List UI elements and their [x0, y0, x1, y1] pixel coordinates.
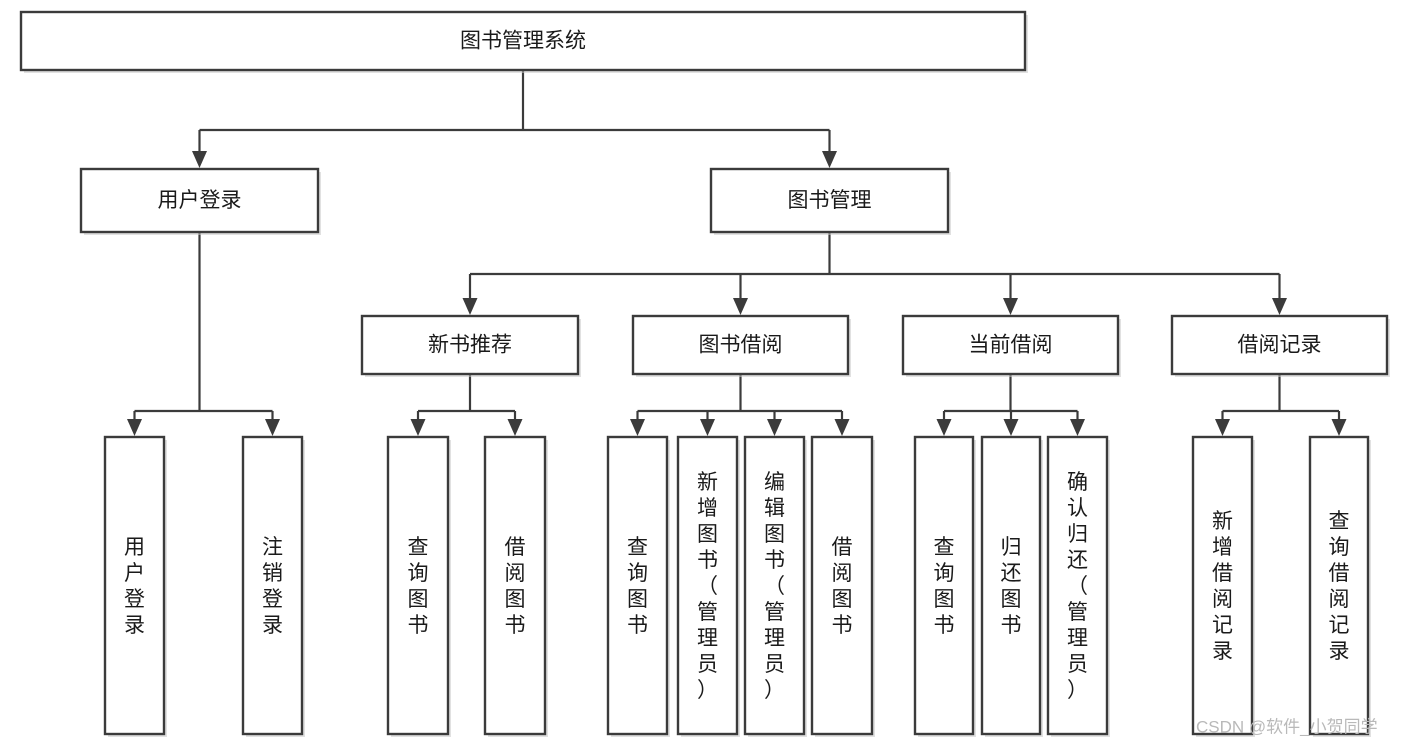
node-box[interactable]: [19, 10, 1027, 72]
node-leaf-user-login[interactable]: 用户登录: [103, 435, 167, 737]
node-label: 借阅记录: [1238, 334, 1322, 357]
node-user-login[interactable]: 用户登录: [79, 167, 321, 235]
connector-branch-book-borrow: [630, 374, 850, 436]
connector-layer: [127, 70, 1347, 436]
node-borrow-record[interactable]: 借阅记录: [1170, 314, 1390, 377]
node-leaf-logout[interactable]: 注销登录: [241, 435, 305, 737]
node-box[interactable]: [360, 314, 580, 376]
node-label: 确认归还（管理员）: [1067, 471, 1088, 702]
node-box[interactable]: [631, 314, 850, 376]
connector-branch-new-book-rec: [410, 374, 523, 436]
node-label: 用户登录: [158, 189, 242, 212]
node-label: 用户登录: [124, 536, 145, 637]
node-box[interactable]: [810, 435, 874, 736]
node-leaf-add-record[interactable]: 新增借阅记录: [1191, 435, 1255, 737]
connector-branch-root: [192, 70, 837, 168]
node-leaf-query-book-cb[interactable]: 查询图书: [913, 435, 976, 737]
node-box[interactable]: [103, 435, 166, 736]
node-leaf-edit-book[interactable]: 编辑图书（管理员）: [743, 435, 807, 737]
node-label: 新书推荐: [428, 334, 512, 357]
node-label: 借阅图书: [505, 536, 526, 637]
node-book-manage[interactable]: 图书管理: [709, 167, 951, 235]
node-leaf-query-record[interactable]: 查询借阅记录: [1308, 435, 1371, 737]
node-box[interactable]: [743, 435, 806, 736]
node-box[interactable]: [913, 435, 975, 736]
node-label: 借阅图书: [832, 536, 853, 637]
node-label: 查询图书: [408, 536, 429, 637]
csdn-watermark: CSDN @软件_小贺同学: [1196, 717, 1378, 736]
node-current-borrow[interactable]: 当前借阅: [901, 314, 1121, 377]
node-leaf-return-book[interactable]: 归还图书: [980, 435, 1043, 737]
node-root[interactable]: 图书管理系统: [19, 10, 1028, 73]
node-label: 新增图书（管理员）: [697, 471, 718, 702]
node-label: 归还图书: [1001, 536, 1022, 637]
node-label: 当前借阅: [969, 334, 1053, 357]
watermark-layer: CSDN @软件_小贺同学: [1196, 717, 1378, 736]
node-label: 图书管理系统: [460, 30, 586, 53]
node-label: 注销登录: [262, 536, 283, 637]
node-leaf-query-book-rec[interactable]: 查询图书: [386, 435, 451, 737]
connector-branch-current-borrow: [936, 374, 1085, 436]
node-book-borrow[interactable]: 图书借阅: [631, 314, 851, 377]
node-leaf-borrow-book-rec[interactable]: 借阅图书: [483, 435, 548, 737]
node-label: 编辑图书（管理员）: [764, 471, 785, 702]
node-label: 新增借阅记录: [1212, 510, 1233, 663]
node-box[interactable]: [676, 435, 739, 736]
node-leaf-add-book[interactable]: 新增图书（管理员）: [676, 435, 740, 737]
connector-branch-book-manage: [462, 232, 1287, 315]
node-box[interactable]: [241, 435, 304, 736]
node-box[interactable]: [79, 167, 320, 234]
node-label: 查询借阅记录: [1329, 510, 1350, 663]
node-box[interactable]: [606, 435, 669, 736]
node-box[interactable]: [1046, 435, 1109, 736]
node-leaf-confirm-return[interactable]: 确认归还（管理员）: [1046, 435, 1110, 737]
node-label: 图书管理: [788, 189, 872, 212]
node-leaf-query-book-bb[interactable]: 查询图书: [606, 435, 670, 737]
node-box[interactable]: [483, 435, 547, 736]
connector-branch-user-login: [127, 232, 280, 436]
node-new-book-rec[interactable]: 新书推荐: [360, 314, 581, 377]
node-box[interactable]: [709, 167, 950, 234]
node-box[interactable]: [1170, 314, 1389, 376]
connector-branch-borrow-record: [1215, 374, 1347, 436]
node-box[interactable]: [901, 314, 1120, 376]
node-label: 图书借阅: [699, 334, 783, 357]
node-label: 查询图书: [934, 536, 955, 637]
node-leaf-borrow-book-bb[interactable]: 借阅图书: [810, 435, 875, 737]
node-box[interactable]: [1308, 435, 1370, 736]
node-label: 查询图书: [627, 536, 648, 637]
node-box[interactable]: [386, 435, 450, 736]
node-box[interactable]: [980, 435, 1042, 736]
node-layer: 图书管理系统用户登录图书管理新书推荐图书借阅当前借阅借阅记录用户登录注销登录查询…: [19, 10, 1390, 737]
node-box[interactable]: [1191, 435, 1254, 736]
